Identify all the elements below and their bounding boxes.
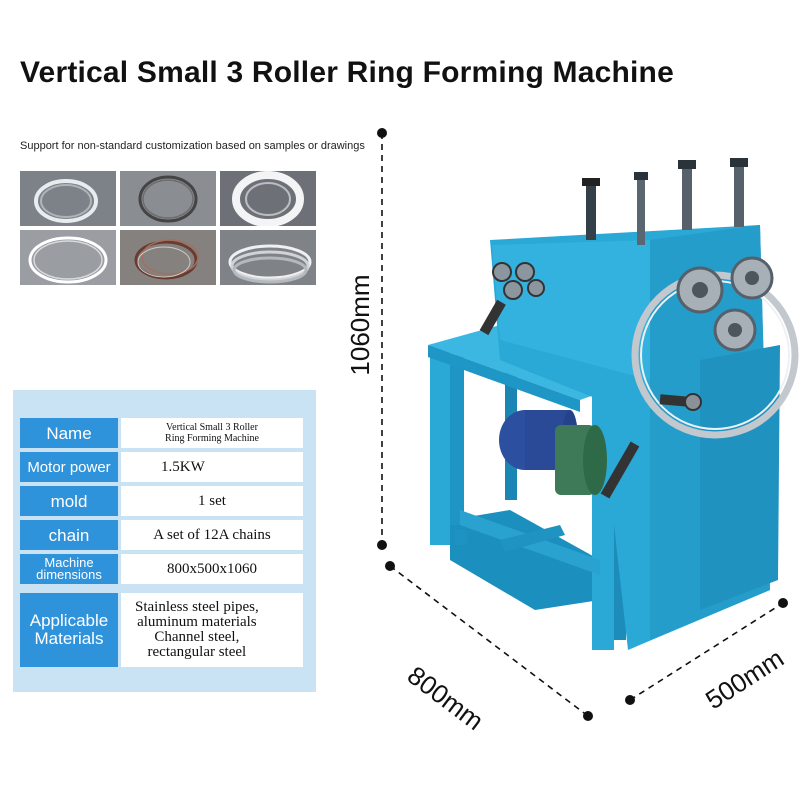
spec-value: Vertical Small 3 Roller Ring Forming Mac… — [121, 418, 303, 448]
ring-forming-machine — [428, 158, 799, 650]
spec-label: chain — [20, 520, 118, 550]
spec-value: 800x500x1060 — [121, 554, 303, 584]
spec-value: Stainless steel pipes, aluminum material… — [121, 593, 303, 667]
ring-sample-photo — [120, 230, 216, 285]
ring-sample-photo — [220, 171, 316, 226]
customization-note: Support for non-standard customization b… — [20, 140, 365, 152]
dimension-endpoint — [377, 540, 387, 550]
spec-label: Motor power — [20, 452, 118, 482]
dimension-endpoint — [583, 711, 593, 721]
ring-sample-photo — [20, 230, 116, 285]
page-title: Vertical Small 3 Roller Ring Forming Mac… — [20, 56, 674, 89]
height-dimension-label: 1060mm — [344, 274, 375, 376]
dimension-endpoint — [377, 128, 387, 138]
spec-label: Name — [20, 418, 118, 448]
machine-illustration — [377, 128, 799, 721]
dimension-endpoint — [625, 695, 635, 705]
spec-label: Machine dimensions — [20, 554, 118, 584]
ring-sample-photo — [220, 230, 316, 285]
ring-sample-photo — [120, 171, 216, 226]
dimension-endpoint — [778, 598, 788, 608]
spec-value: A set of 12A chains — [121, 520, 303, 550]
spec-value: 1.5KW — [121, 452, 303, 482]
sample-gallery — [20, 171, 316, 285]
spec-table: Name Vertical Small 3 Roller Ring Formin… — [13, 390, 316, 692]
length-dimension-line — [389, 565, 589, 717]
dimension-endpoint — [385, 561, 395, 571]
ring-sample-photo — [20, 171, 116, 226]
width-dimension-line — [629, 602, 784, 701]
spec-label: Applicable Materials — [20, 593, 118, 667]
spec-value: 1 set — [121, 486, 303, 516]
spec-label: mold — [20, 486, 118, 516]
